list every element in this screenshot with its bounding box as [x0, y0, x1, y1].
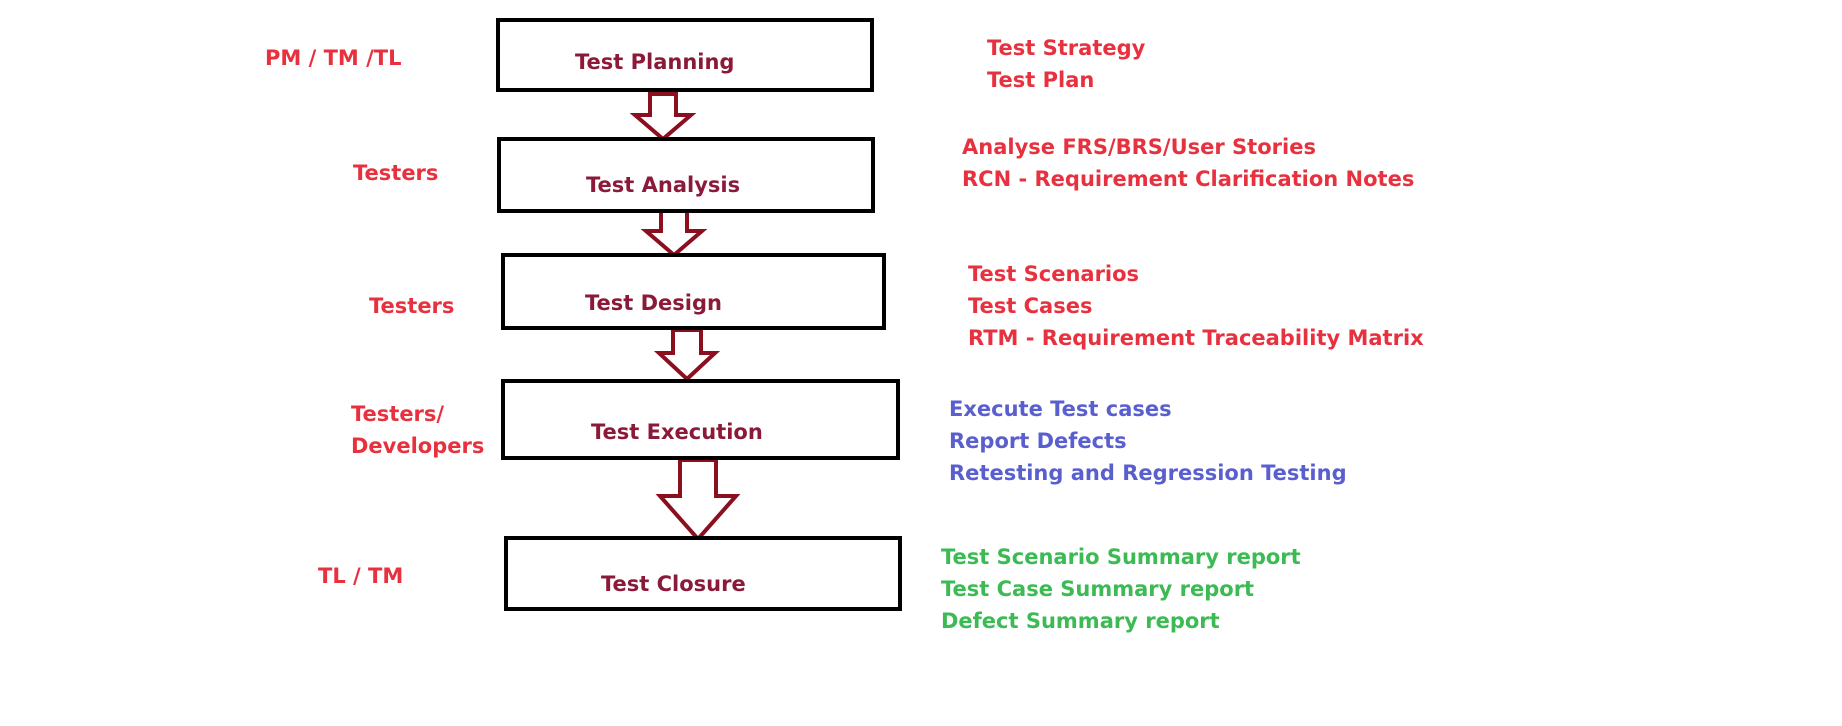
notes-list: Execute Test cases Report Defects Retest… [949, 393, 1347, 489]
stage-title: Test Execution [591, 420, 763, 444]
notes-list: Test Scenario Summary report Test Case S… [941, 541, 1301, 637]
role-label: Testers [353, 157, 438, 189]
note-item: Test Scenario Summary report [941, 545, 1301, 569]
role-line: Testers/ [351, 402, 445, 426]
notes-list: Test Strategy Test Plan [987, 32, 1145, 96]
role-line: Developers [351, 434, 485, 458]
note-item: Test Plan [987, 68, 1095, 92]
role-line: Testers [353, 161, 439, 185]
down-arrow-icon [653, 328, 721, 382]
note-item: Test Case Summary report [941, 577, 1255, 601]
note-item: RCN - Requirement Clarification Notes [962, 167, 1415, 191]
stage-box-test-planning [496, 18, 874, 92]
stage-title: Test Design [585, 291, 722, 315]
note-item: Test Strategy [987, 36, 1146, 60]
stage-title: Test Closure [601, 572, 746, 596]
role-label: Testers/ Developers [351, 398, 484, 462]
note-item: Analyse FRS/BRS/User Stories [962, 135, 1316, 159]
note-item: Report Defects [949, 429, 1127, 453]
note-item: Execute Test cases [949, 397, 1172, 421]
stage-title: Test Planning [575, 50, 735, 74]
stage-box-test-execution [501, 379, 900, 460]
role-line: PM / TM /TL [265, 46, 402, 70]
role-line: TL / TM [318, 564, 404, 588]
role-label: PM / TM /TL [265, 42, 402, 74]
notes-list: Test Scenarios Test Cases RTM - Requirem… [968, 258, 1424, 354]
note-item: Defect Summary report [941, 609, 1220, 633]
note-item: Test Cases [968, 294, 1093, 318]
role-line: Testers [369, 294, 455, 318]
note-item: Test Scenarios [968, 262, 1140, 286]
stage-box-test-closure [504, 536, 902, 611]
stage-box-test-design [501, 253, 886, 330]
notes-list: Analyse FRS/BRS/User Stories RCN - Requi… [962, 131, 1414, 195]
role-label: Testers [369, 290, 454, 322]
note-item: RTM - Requirement Traceability Matrix [968, 326, 1424, 350]
stage-box-test-analysis [497, 137, 875, 213]
role-label: TL / TM [318, 560, 403, 592]
note-item: Retesting and Regression Testing [949, 461, 1347, 485]
down-arrow-icon [640, 208, 708, 258]
stage-title: Test Analysis [586, 173, 741, 197]
down-arrow-icon [629, 92, 697, 142]
down-arrow-icon [655, 458, 741, 543]
